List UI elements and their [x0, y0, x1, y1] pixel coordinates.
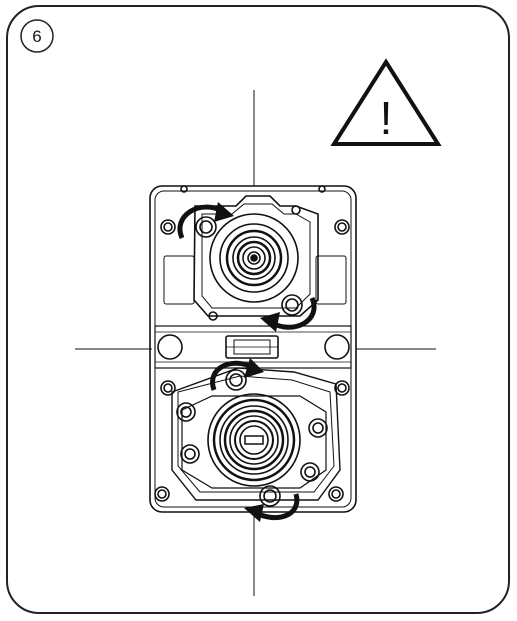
instruction-frame: [6, 5, 510, 614]
valve-housing: [149, 185, 357, 513]
rotate-arrow-bottom-left-icon: [210, 358, 264, 391]
rotate-arrow-bottom-right-icon: [244, 493, 300, 522]
warning-triangle-icon: !: [330, 58, 442, 146]
step-number: 6: [32, 27, 41, 46]
center-crosshair: [75, 90, 436, 596]
rotate-arrow-top-left-icon: [177, 202, 234, 240]
warning-symbol: !: [380, 92, 393, 144]
rotate-arrow-top-right-icon: [260, 296, 317, 332]
step-number-badge: 6: [20, 19, 54, 53]
